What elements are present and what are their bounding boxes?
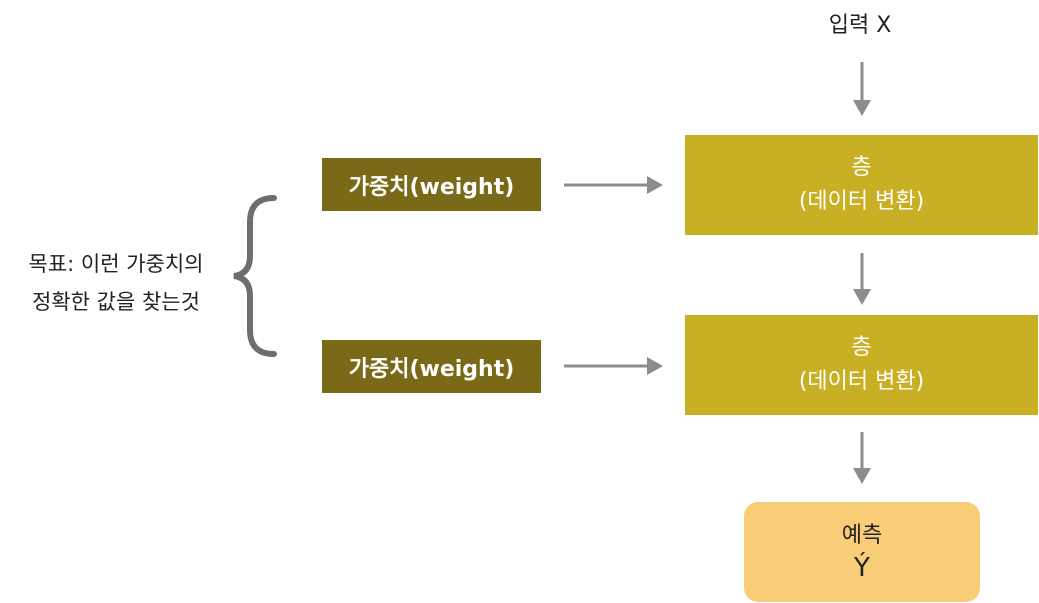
prediction-symbol: Ý bbox=[854, 553, 870, 583]
layer-1-title: 층 bbox=[851, 155, 872, 180]
layer-box-2: 층 (데이터 변환) bbox=[685, 315, 1038, 415]
goal-line-2: 정확한 값을 찾는것 bbox=[32, 290, 200, 314]
layer-1-subtitle: (데이터 변환) bbox=[798, 189, 925, 214]
weight-box-1: 가중치(weight) bbox=[322, 158, 541, 211]
prediction-box: 예측 Ý bbox=[744, 502, 980, 602]
layer-box-1: 층 (데이터 변환) bbox=[685, 135, 1038, 235]
goal-line-1: 목표: 이런 가중치의 bbox=[28, 252, 204, 276]
arrow-layer1-to-layer2 bbox=[853, 253, 871, 305]
arrow-weight1-to-layer1 bbox=[564, 176, 663, 194]
arrow-weight2-to-layer2 bbox=[564, 357, 663, 375]
curly-brace bbox=[233, 195, 277, 357]
layer-2-subtitle: (데이터 변환) bbox=[798, 369, 925, 394]
layer-2-title: 층 bbox=[851, 335, 872, 360]
arrow-layer2-to-prediction bbox=[853, 432, 871, 484]
weight-box-2: 가중치(weight) bbox=[322, 340, 541, 393]
arrow-input-to-layer1 bbox=[853, 62, 871, 116]
prediction-title: 예측 bbox=[841, 523, 883, 548]
input-x-label: 입력 X bbox=[828, 13, 892, 38]
goal-text: 목표: 이런 가중치의 정확한 값을 찾는것 bbox=[0, 245, 232, 321]
